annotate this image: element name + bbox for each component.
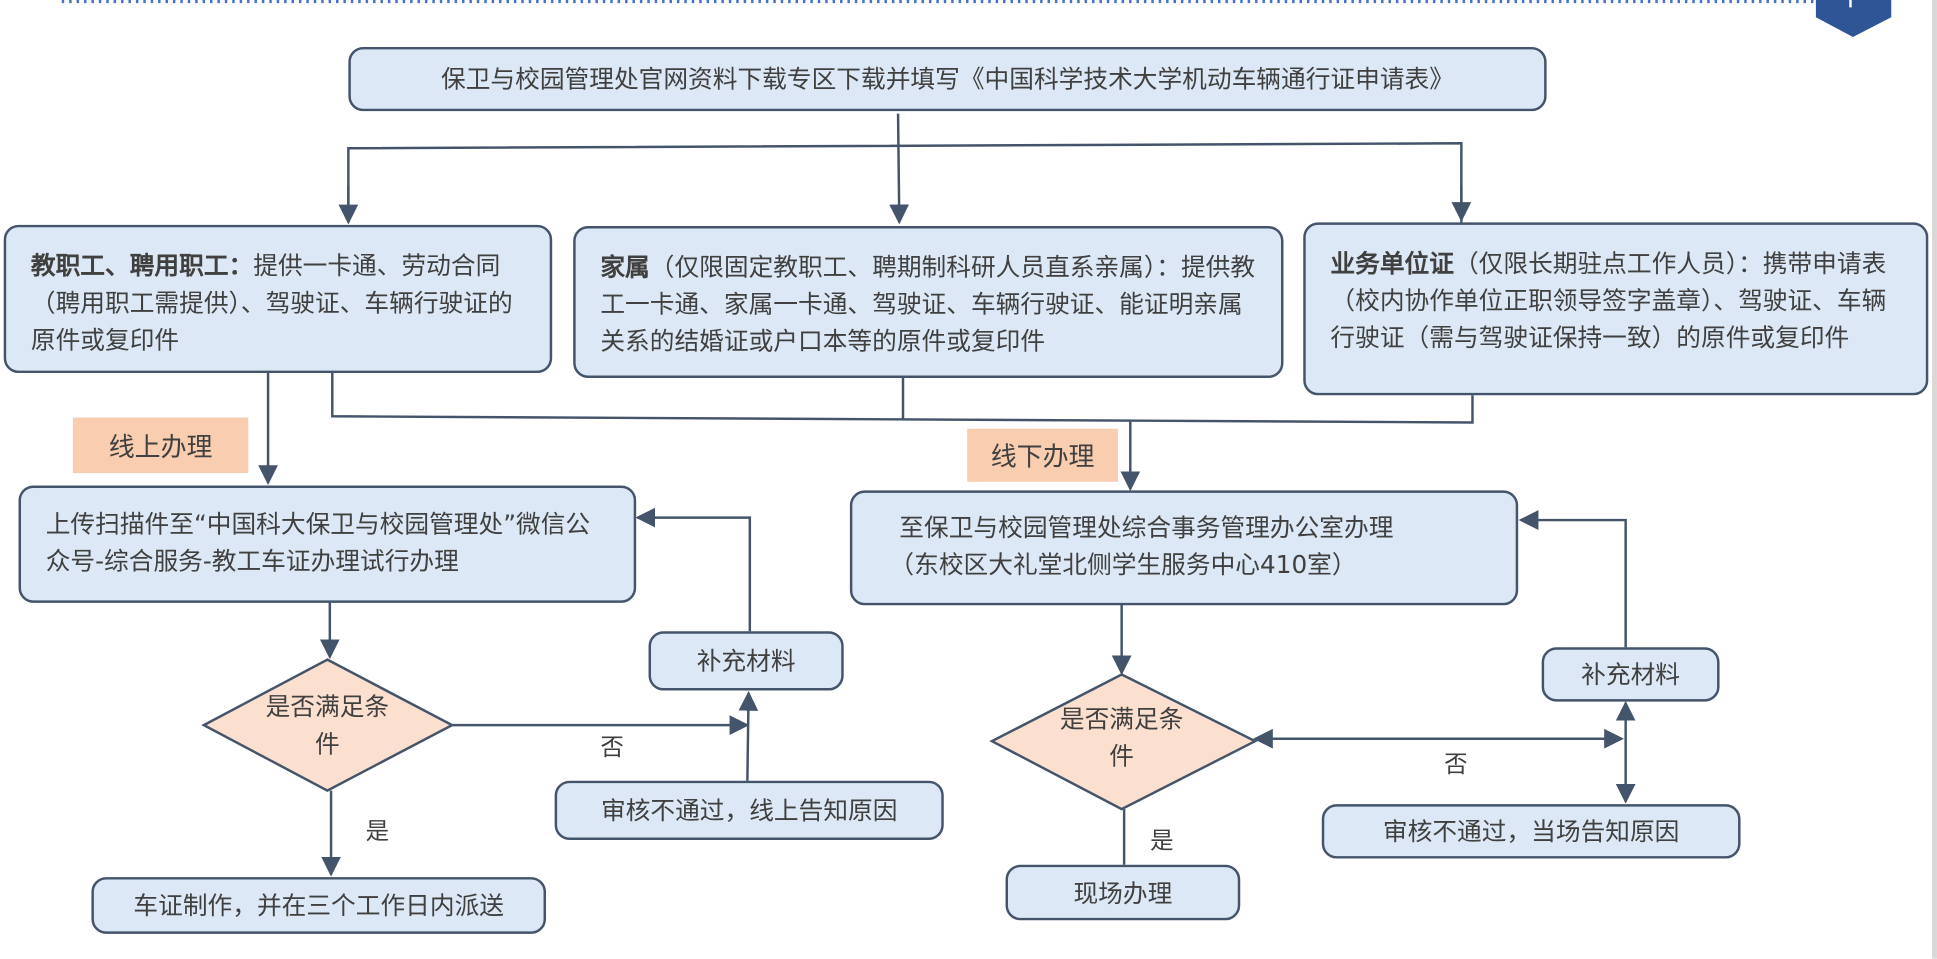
arrow-supplement-to-online — [635, 507, 752, 632]
online-result-box: 车证制作，并在三个工作日内派送 — [91, 877, 547, 934]
online-reject-box: 审核不通过，线上告知原因 — [554, 780, 944, 841]
online-process-text: 上传扫描件至“中国科大保卫与校园管理处”微信公众号-综合服务-教工车证办理试行办… — [45, 508, 591, 576]
page-tab-icon — [1815, 0, 1892, 38]
offline-decision-label: 是否满足条件 — [1059, 704, 1184, 771]
online-tag: 线上办理 — [72, 417, 249, 474]
offline-supplement-text: 补充材料 — [1581, 659, 1681, 690]
offline-supplement-box: 补充材料 — [1541, 647, 1720, 702]
offline-reject-text: 审核不通过，当场告知原因 — [1382, 816, 1680, 847]
offline-process-box: 至保卫与校园管理处综合事务管理办公室办理 （东校区大礼堂北侧学生服务中心410室… — [849, 490, 1519, 606]
branch-line — [347, 142, 1463, 223]
download-form-box: 保卫与校园管理处官网资料下载专区下载并填写《中国科学技术大学机动车辆通行证申请表… — [348, 46, 1547, 112]
decision-online — [201, 658, 455, 792]
unit-text: （仅限长期驻点工作人员）：携带申请表（校内协作单位正职领导签字盖章）、驾驶证、车… — [1330, 248, 1887, 353]
offline-no-label: 否 — [1444, 751, 1468, 779]
arrow-reject-to-supplement — [738, 691, 759, 781]
online-yes-label: 是 — [365, 817, 390, 845]
online-decision-label: 是否满足条件 — [265, 691, 390, 759]
staff-label: 教职工、聘用职工： — [30, 250, 254, 281]
family-text: （仅限固定教职工、聘期制科研人员直系亲属）：提供教工一卡通、家属一卡通、驾驶证、… — [600, 252, 1256, 356]
decision-offline — [989, 673, 1258, 811]
online-reject-text: 审核不通过，线上告知原因 — [600, 795, 898, 826]
arrow-supplement-to-offline — [1518, 510, 1627, 648]
online-no-label: 否 — [600, 733, 624, 761]
offline-process-line2: （东校区大礼堂北侧学生服务中心410室） — [889, 549, 1357, 580]
download-form-text: 保卫与校园管理处官网资料下载专区下载并填写《中国科学技术大学机动车辆通行证申请表… — [441, 64, 1454, 94]
family-box: 家属（仅限固定教职工、聘期制科研人员直系亲属）：提供教工一卡通、家属一卡通、驾驶… — [573, 226, 1284, 379]
unit-box: 业务单位证（仅限长期驻点工作人员）：携带申请表（校内协作单位正职领导签字盖章）、… — [1303, 222, 1929, 396]
online-result-text: 车证制作，并在三个工作日内派送 — [133, 890, 505, 921]
online-process-box: 上传扫描件至“中国科大保卫与校园管理处”微信公众号-综合服务-教工车证办理试行办… — [18, 485, 637, 603]
family-label: 家属 — [600, 252, 650, 282]
offline-yes-label: 是 — [1150, 827, 1174, 855]
scrollbar[interactable] — [1932, 0, 1937, 959]
offline-result-text: 现场办理 — [1073, 877, 1173, 908]
offline-reject-box: 审核不通过，当场告知原因 — [1321, 804, 1741, 859]
offline-result-box: 现场办理 — [1005, 864, 1241, 921]
online-supplement-text: 补充材料 — [696, 646, 796, 676]
staff-text: 提供一卡通、劳动合同（聘用职工需提供）、驾驶证、车辆行驶证的原件或复印件 — [30, 250, 513, 355]
arrow-top-to-family — [889, 113, 909, 225]
offline-tag: 线下办理 — [967, 428, 1118, 482]
unit-label: 业务单位证 — [1330, 248, 1454, 278]
online-supplement-box: 补充材料 — [648, 631, 844, 691]
offline-process-line1: 至保卫与校园管理处综合事务管理办公室办理 — [899, 512, 1394, 543]
staff-box: 教职工、聘用职工：提供一卡通、劳动合同（聘用职工需提供）、驾驶证、车辆行驶证的原… — [3, 224, 553, 374]
